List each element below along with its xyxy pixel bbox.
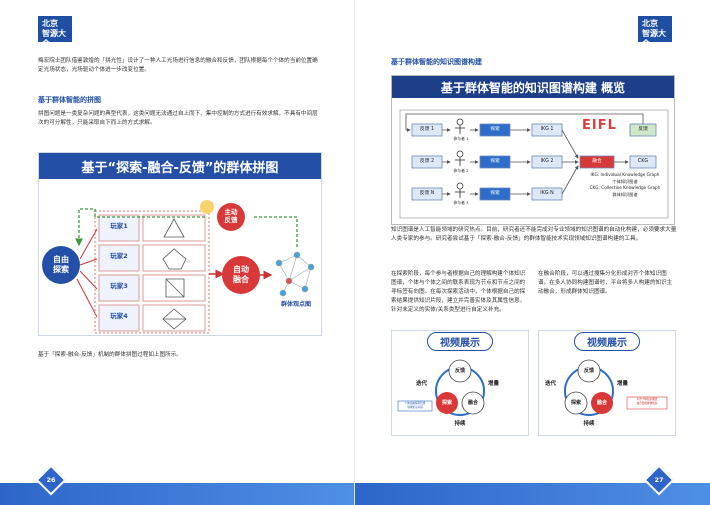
- page-number: 27: [654, 476, 664, 484]
- puzzle-diagram: [42, 200, 315, 334]
- explore-label: 自由 探索: [53, 255, 69, 274]
- video-thumbnail-2[interactable]: 视频展示 反馈 迭代 增量 探索 融合 持续 平台个体知识图谱 融合形成群体知识: [538, 330, 676, 436]
- fuse-circle: [222, 256, 260, 294]
- feedback-label: 主动 反馈: [224, 208, 238, 224]
- legend-ckg: CKG: Collective Knowledge Graph: [589, 185, 661, 190]
- figure-caption: 基于「探索-融合-反馈」机制的群体拼图过程如上图所示。: [38, 352, 182, 358]
- video-2-title: 视频展示: [574, 331, 640, 351]
- feedback-box-1: 反馈 1: [419, 127, 435, 132]
- explore-box-3: 探索: [490, 191, 500, 196]
- video-2-top: 反馈: [583, 368, 594, 374]
- participant-1: 参与者 1: [453, 136, 469, 141]
- fuse-label: 自动 融合: [233, 265, 249, 284]
- participant-2: 参与者 2: [453, 168, 469, 173]
- video-2-bottom: 持续: [583, 421, 595, 427]
- explore-box-2: 探索: [490, 159, 500, 164]
- cupid-icon: [200, 200, 214, 214]
- video-2-right: 增量: [617, 381, 629, 387]
- logo-line1: 北京: [42, 19, 58, 28]
- logo-line2: 智源大会: [642, 29, 666, 48]
- kg-paragraph: 知识图谱是人工智能领域的研究热点。目前，研究者还不能完成对专业领域的知识图谱的自…: [391, 227, 677, 242]
- feedback-box-2: 反馈 2: [419, 159, 435, 164]
- video-thumbnail-1[interactable]: 视频展示 反馈 迭代 增量 探索 融合 持续 个体自由探索结果 领域知识片段: [391, 330, 529, 436]
- bottom-band-right: [355, 483, 710, 505]
- kg-diagram: [399, 109, 669, 219]
- intro-paragraph: 梅宏院士团队借鉴敦煌的「拼光性」设计了一种人工光场进行信息的融合和反馈，团队根据…: [38, 58, 318, 73]
- video-1-right: 增量: [488, 381, 500, 387]
- video-1-cycle: [397, 359, 485, 416]
- section-paragraph: 拼图问题是一类复杂问题的典型代表，这类问题无法通过自上而下、集中控制的方式进行有…: [38, 111, 318, 126]
- video-1-note: 个体自由探索结果 领域知识片段: [404, 402, 426, 409]
- ckg-box: CKG: [637, 159, 649, 164]
- logo-line2: 智源大会: [42, 29, 66, 48]
- player2-label: 玩家2: [110, 252, 128, 260]
- eifl-logo: EIFL: [582, 118, 617, 133]
- video-2-left: 迭代: [545, 381, 557, 387]
- fusion-column: 在融合阶段，可以通过搜集分化形成对齐个体知识图谱。在多人协同构建图谱时，平台将多…: [538, 271, 673, 295]
- video-1-top: 反馈: [454, 368, 465, 374]
- conference-logo: 北京 智源大会: [38, 16, 72, 48]
- video-1-explore: 探索: [441, 400, 452, 406]
- kg-figure: 基于群体智能的知识图谱构建 概览: [391, 75, 675, 225]
- legend-ikg-cn: 个体知识图谱: [612, 178, 638, 184]
- video-1-bottom: 持续: [454, 421, 466, 427]
- explore-box-1: 探索: [490, 127, 500, 132]
- video-2-banner: 视频展示: [539, 331, 675, 351]
- page-gutter: [354, 0, 355, 505]
- video-1-banner: 视频展示: [392, 331, 528, 351]
- result-label: 群体观点图: [280, 301, 311, 308]
- participant-3: 参与者 3: [453, 200, 469, 205]
- puzzle-figure: 基于“探索-融合-反馈”的群体拼图: [38, 152, 322, 336]
- video-2-note: 平台个体知识图谱 融合形成群体知识: [636, 398, 658, 406]
- feedback-box-n: 反馈 N: [419, 191, 435, 196]
- bottom-band-left: [0, 483, 355, 505]
- right-page: 北京 智源大会 基于群体智能的知识图谱构建 基于群体智能的知识图谱构建 概览: [355, 0, 710, 505]
- figure-title: 基于“探索-融合-反馈”的群体拼图: [39, 153, 321, 179]
- kg-figure-title: 基于群体智能的知识图谱构建 概览: [392, 76, 674, 98]
- legend-ckg-cn: 群体知识图谱: [612, 191, 638, 197]
- video-2-cycle: [564, 359, 668, 416]
- top-feedback-box: 反馈: [638, 127, 648, 132]
- kg-legend: IKG: Individual Knowledge Graph 个体知识图谱 C…: [580, 172, 670, 198]
- player-rows: [98, 214, 206, 332]
- explore-circle: [42, 246, 80, 284]
- participant-icons: [455, 118, 465, 198]
- explore-column: 在探索阶段，每个参与者根据自己的理解构建个体知识图谱，个体与个体之间的联系表现为…: [391, 271, 526, 313]
- section-title: 基于群体智能的拼图: [38, 96, 101, 104]
- player1-label: 玩家1: [110, 222, 128, 230]
- ikg-box-n: IKG N: [540, 191, 554, 196]
- ikg-box-1: IKG 1: [540, 127, 554, 132]
- video-2-fuse: 融合: [596, 400, 607, 406]
- player4-label: 玩家4: [110, 312, 128, 320]
- ikg-box-2: IKG 2: [540, 159, 554, 164]
- left-page: 北京 智源大会 梅宏院士团队借鉴敦煌的「拼光性」设计了一种人工光场进行信息的融合…: [0, 16, 355, 505]
- result-graph: [275, 251, 315, 297]
- video-1-title: 视频展示: [427, 331, 493, 351]
- feedback-circle: [217, 203, 245, 231]
- video-1-fuse: 融合: [467, 400, 478, 406]
- logo-line1: 北京: [642, 19, 658, 28]
- fusion-box: 融合: [592, 159, 602, 164]
- video-2-explore: 探索: [570, 400, 581, 406]
- conference-logo: 北京 智源大会: [638, 16, 672, 48]
- player3-label: 玩家3: [110, 282, 128, 290]
- video-1-left: 迭代: [416, 381, 428, 387]
- section-title: 基于群体智能的知识图谱构建: [391, 58, 482, 66]
- legend-ikg: IKG: Individual Knowledge Graph: [590, 172, 660, 177]
- page-number: 26: [46, 476, 56, 484]
